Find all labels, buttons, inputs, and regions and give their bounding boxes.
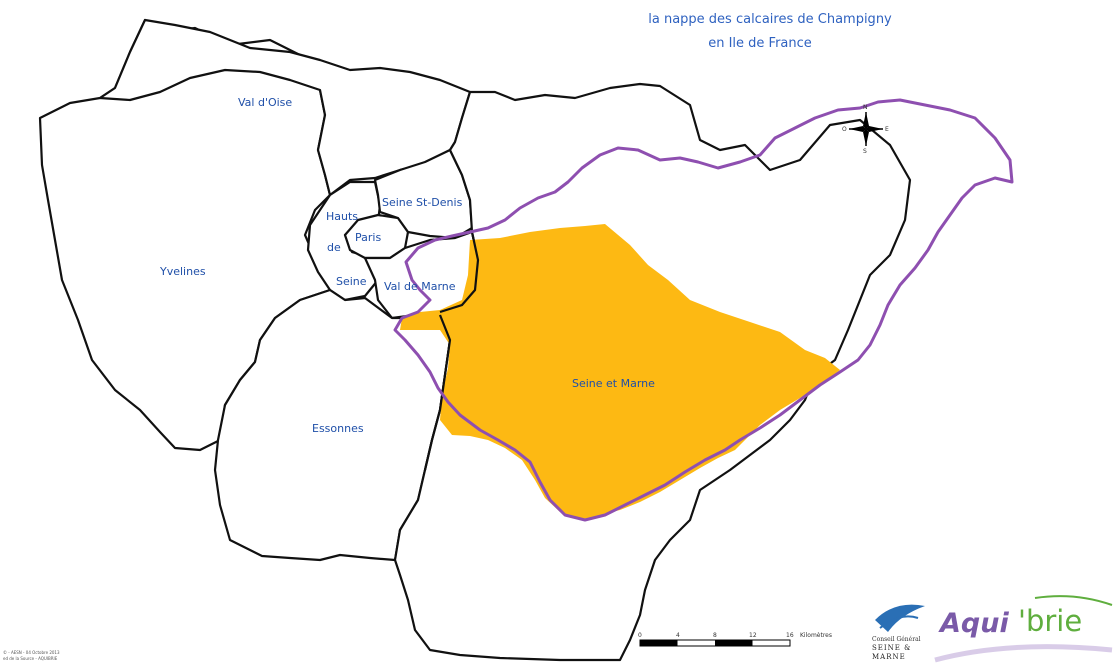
conseil-line1: Conseil Général bbox=[872, 636, 921, 643]
aquibrie-text-1: Aqui bbox=[940, 608, 1009, 639]
aquifer-boundary-line bbox=[393, 98, 1014, 522]
compass-o: O bbox=[842, 126, 847, 133]
scale-tick-12: 12 bbox=[749, 632, 757, 639]
aquibrie-logo bbox=[934, 595, 1113, 663]
department-paris bbox=[343, 213, 410, 260]
label-seine-et-marne: Seine et Marne bbox=[572, 377, 655, 390]
compass-s: S bbox=[863, 148, 867, 155]
compass-n: N bbox=[863, 104, 868, 111]
scale-tick-16: 16 bbox=[786, 632, 794, 639]
conseil-line3: MARNE bbox=[872, 653, 906, 661]
label-yvelines: Yvelines bbox=[160, 265, 206, 278]
label-hauts-de-seine-1: Hauts bbox=[326, 210, 359, 223]
label-val-de-marne: Val de Marne bbox=[384, 280, 456, 293]
compass-e: E bbox=[885, 126, 889, 133]
map-title-line2: en Ile de France bbox=[708, 36, 812, 51]
scale-bar bbox=[639, 639, 791, 647]
aquibrie-text-2: 'brie bbox=[1018, 604, 1083, 638]
compass-rose bbox=[849, 112, 883, 146]
label-val-d-oise: Val d'Oise bbox=[238, 96, 293, 109]
label-essonnes: Essonnes bbox=[312, 422, 364, 435]
scale-unit: Kilomètres bbox=[800, 632, 832, 639]
credit-line1: © - AESN - 04 Octobre 2013 bbox=[3, 650, 60, 655]
scale-tick-4: 4 bbox=[676, 632, 680, 639]
scale-tick-8: 8 bbox=[713, 632, 717, 639]
conseil-line2: SEINE & bbox=[872, 644, 912, 652]
label-paris: Paris bbox=[355, 231, 382, 244]
label-seine-st-denis: Seine St-Denis bbox=[382, 196, 463, 209]
map-title-line1: la nappe des calcaires de Champigny bbox=[648, 12, 892, 27]
scale-tick-0: 0 bbox=[638, 632, 642, 639]
label-hauts-de-seine-2: de bbox=[327, 241, 341, 254]
conseil-general-logo bbox=[875, 604, 925, 632]
border-val-de-marne-seine-et-marne bbox=[439, 231, 480, 314]
label-hauts-de-seine-3: Seine bbox=[336, 275, 367, 288]
credit-line2: ed de la Source - AQUIBRIE bbox=[3, 656, 58, 661]
